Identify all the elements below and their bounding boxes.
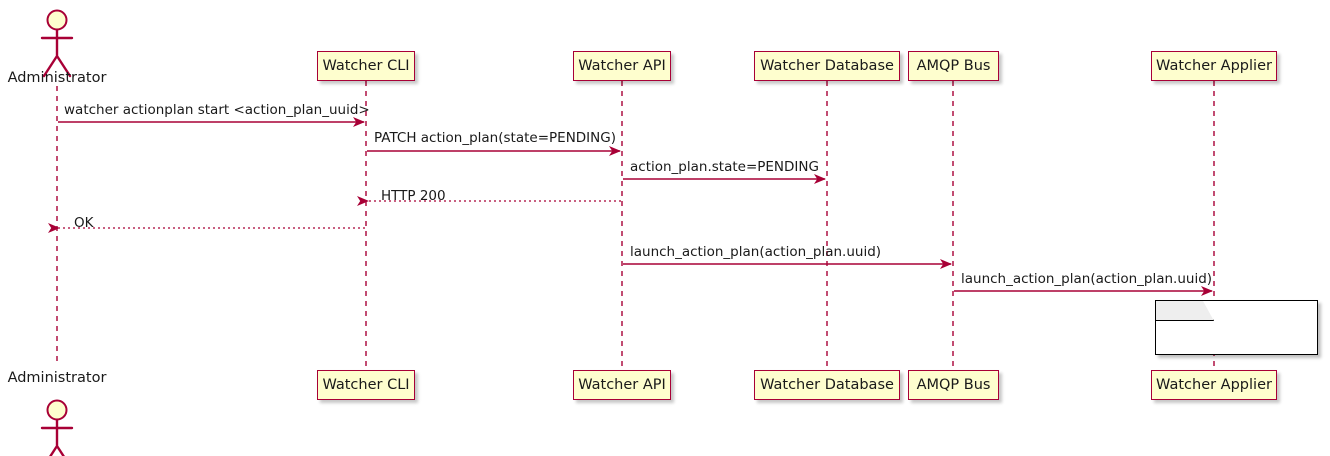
actor-figures-group [40,9,74,456]
message-label-4: HTTP 200 [381,188,446,204]
actor-label-administrator: Administrator [7,370,107,386]
message-arrows-group [48,117,1213,296]
actor-label-administrator: Administrator [7,70,107,86]
participant-box-watcher-database[interactable]: Watcher Database [754,370,900,400]
participant-box-watcher-applier[interactable]: Watcher Applier [1151,51,1277,81]
message-label-1: watcher actionplan start <action_plan_uu… [64,102,370,118]
ref-fragment-tab [1156,301,1214,321]
participant-box-watcher-api[interactable]: Watcher API [573,370,671,400]
message-label-7: launch_action_plan(action_plan.uuid) [961,271,1213,287]
lifelines-group [56,81,1215,370]
message-label-2: PATCH action_plan(state=PENDING) [374,130,616,146]
participant-box-amqp-bus[interactable]: AMQP Bus [908,51,999,81]
participant-box-watcher-database[interactable]: Watcher Database [754,51,900,81]
message-label-3: action_plan.state=PENDING [630,159,819,175]
message-label-5: OK [74,215,94,231]
participant-box-watcher-cli[interactable]: Watcher CLI [317,370,415,400]
participant-box-watcher-api[interactable]: Watcher API [573,51,671,81]
message-label-6: launch_action_plan(action_plan.uuid) [630,244,882,260]
participant-box-amqp-bus[interactable]: AMQP Bus [908,370,999,400]
actor-figure-administrator [40,399,74,456]
participant-box-watcher-cli[interactable]: Watcher CLI [317,51,415,81]
ref-fragment-box: ref Launch Action Plan in the Watcher Ap… [1155,300,1318,355]
participant-box-watcher-applier[interactable]: Watcher Applier [1151,370,1277,400]
actor-figure-administrator [40,9,74,78]
